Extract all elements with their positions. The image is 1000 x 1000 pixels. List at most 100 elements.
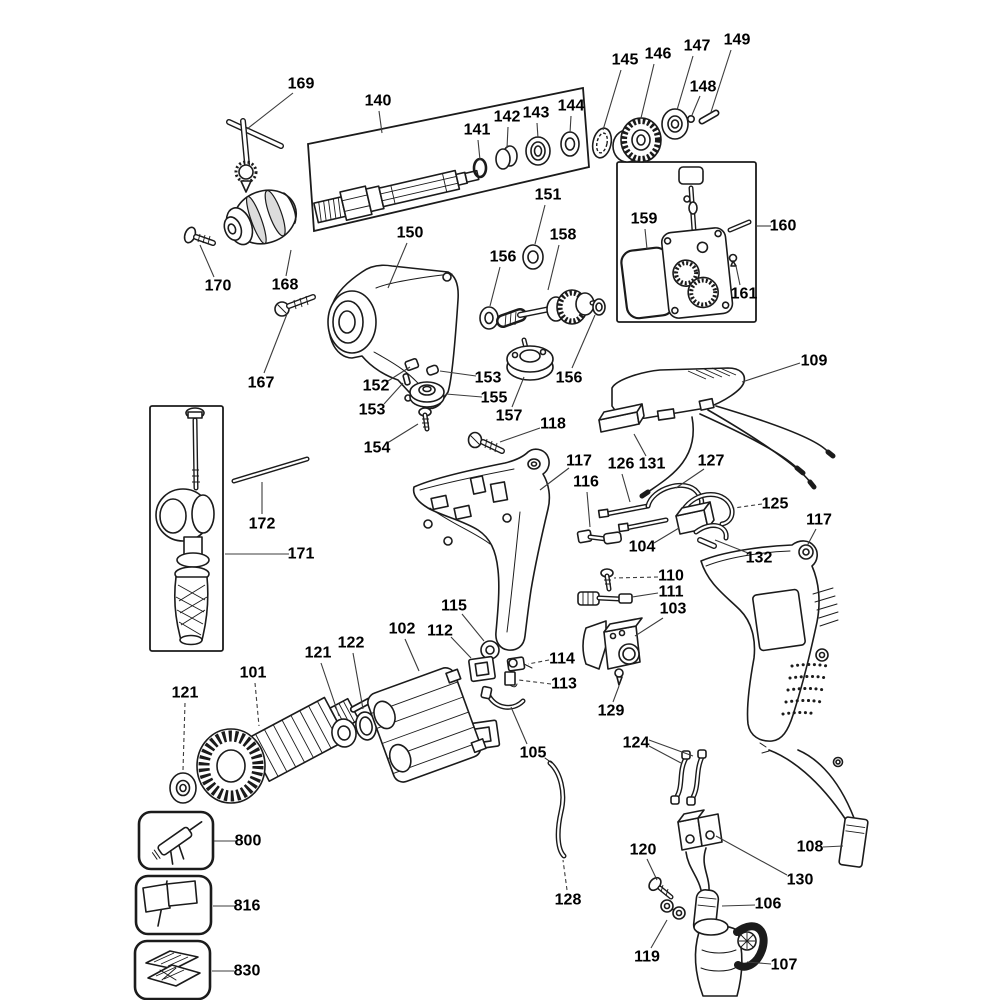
part-label-116: 116 bbox=[573, 474, 599, 491]
depth-rod-172 bbox=[231, 456, 310, 484]
part-label-155: 155 bbox=[481, 390, 508, 407]
assembly-box-159 bbox=[616, 161, 757, 323]
wire-132 bbox=[693, 522, 729, 549]
leader-line-168 bbox=[285, 249, 292, 277]
leader-line-153 bbox=[439, 370, 477, 377]
grease-syringe-icon bbox=[151, 821, 203, 865]
flange-155 bbox=[409, 381, 445, 408]
leader-line-111 bbox=[631, 592, 659, 598]
brush-holder-112a bbox=[468, 655, 496, 683]
leader-line-149 bbox=[710, 49, 732, 113]
part-label-149: 149 bbox=[724, 32, 751, 49]
part-label-110: 110 bbox=[658, 568, 684, 585]
leader-line-148 bbox=[691, 95, 701, 116]
leader-line-130 bbox=[715, 835, 788, 876]
part-label-126: 126 bbox=[608, 456, 635, 473]
screw-161 bbox=[728, 253, 738, 267]
leader-line-117 bbox=[539, 467, 570, 491]
part-label-121: 121 bbox=[172, 685, 199, 702]
part-label-130: 130 bbox=[787, 872, 814, 889]
cordset-plate-109 bbox=[611, 367, 836, 499]
leader-line-169 bbox=[246, 92, 294, 130]
leader-line-146 bbox=[640, 63, 655, 119]
leader-line-106 bbox=[721, 904, 756, 907]
ring-144 bbox=[560, 131, 580, 157]
leader-line-115 bbox=[461, 613, 485, 642]
part-label-117: 117 bbox=[566, 453, 592, 470]
part-label-172: 172 bbox=[249, 516, 276, 533]
leader-line-143 bbox=[536, 122, 539, 139]
wire-127 bbox=[645, 482, 705, 510]
leader-line-161 bbox=[735, 265, 741, 286]
part-label-147: 147 bbox=[684, 38, 711, 55]
leader-line-158 bbox=[547, 244, 560, 291]
leader-line-124 bbox=[648, 739, 694, 757]
leader-line-152 bbox=[387, 366, 411, 382]
spindle-assembly bbox=[313, 169, 480, 224]
part-label-111: 111 bbox=[659, 584, 684, 601]
part-label-118: 118 bbox=[540, 416, 566, 433]
wave-washer-145 bbox=[591, 127, 613, 159]
part-label-108: 108 bbox=[797, 839, 824, 856]
leader-line-122 bbox=[352, 652, 364, 710]
assembly-boxes-layer bbox=[133, 86, 757, 1000]
part-label-160: 160 bbox=[770, 218, 797, 235]
leader-line-107 bbox=[746, 961, 772, 965]
screw-154 bbox=[418, 407, 432, 432]
part-label-109: 109 bbox=[801, 353, 828, 370]
leader-line-167 bbox=[263, 313, 288, 374]
brush-cap-108 bbox=[759, 742, 869, 868]
part-label-156-2: 156 bbox=[556, 370, 583, 387]
clamshell-pack-icon bbox=[145, 950, 201, 987]
part-label-117-2: 117 bbox=[806, 512, 832, 529]
part-label-171: 171 bbox=[288, 546, 315, 563]
part-label-105: 105 bbox=[520, 745, 547, 762]
leader-line-121 bbox=[182, 702, 186, 771]
leader-line-150 bbox=[387, 242, 408, 289]
leader-line-109 bbox=[741, 362, 801, 383]
leader-line-114 bbox=[527, 659, 550, 665]
part-label-106: 106 bbox=[755, 896, 782, 913]
leader-line-105 bbox=[510, 706, 528, 745]
leader-line-101 bbox=[254, 682, 260, 727]
part-label-128: 128 bbox=[555, 892, 582, 909]
side-handle-assembly-171 bbox=[155, 407, 215, 646]
switch-103 bbox=[582, 617, 643, 670]
leader-line-131 bbox=[633, 433, 647, 457]
ball-148 bbox=[686, 115, 695, 124]
leader-line-104 bbox=[653, 527, 680, 544]
leader-line-159 bbox=[644, 228, 648, 250]
kit-box-800 bbox=[137, 810, 215, 871]
chuck bbox=[223, 189, 297, 246]
sleeve-153a bbox=[402, 373, 411, 386]
bearing-156a bbox=[479, 306, 499, 330]
part-label-167: 167 bbox=[248, 375, 275, 392]
bearing-143 bbox=[525, 136, 551, 166]
gear-shaft-158 bbox=[496, 289, 601, 328]
ring-156b bbox=[592, 298, 606, 316]
cord-clamp-119 bbox=[660, 899, 686, 920]
leader-line-103 bbox=[634, 617, 664, 637]
leader-line-121 bbox=[320, 662, 340, 717]
part-label-129: 129 bbox=[598, 703, 625, 720]
lead-wires-124 bbox=[670, 749, 707, 806]
leader-line-112 bbox=[450, 636, 472, 659]
screw-170 bbox=[183, 226, 216, 246]
lock-link-116 bbox=[576, 529, 623, 545]
field-coil-102 bbox=[367, 667, 487, 783]
part-label-153: 153 bbox=[359, 402, 386, 419]
part-label-104: 104 bbox=[629, 539, 656, 556]
part-label-830: 830 bbox=[234, 963, 261, 980]
clutch-housing bbox=[660, 227, 734, 319]
leader-line-129 bbox=[612, 685, 620, 703]
terminal-block-130 bbox=[677, 809, 723, 851]
assembly-box-171 bbox=[149, 405, 224, 652]
part-label-168: 168 bbox=[272, 277, 299, 294]
gear-146 bbox=[612, 117, 662, 163]
leader-line-155 bbox=[445, 393, 483, 398]
part-label-125: 125 bbox=[762, 496, 789, 513]
part-label-132: 132 bbox=[746, 550, 773, 567]
part-label-144: 144 bbox=[558, 98, 585, 115]
